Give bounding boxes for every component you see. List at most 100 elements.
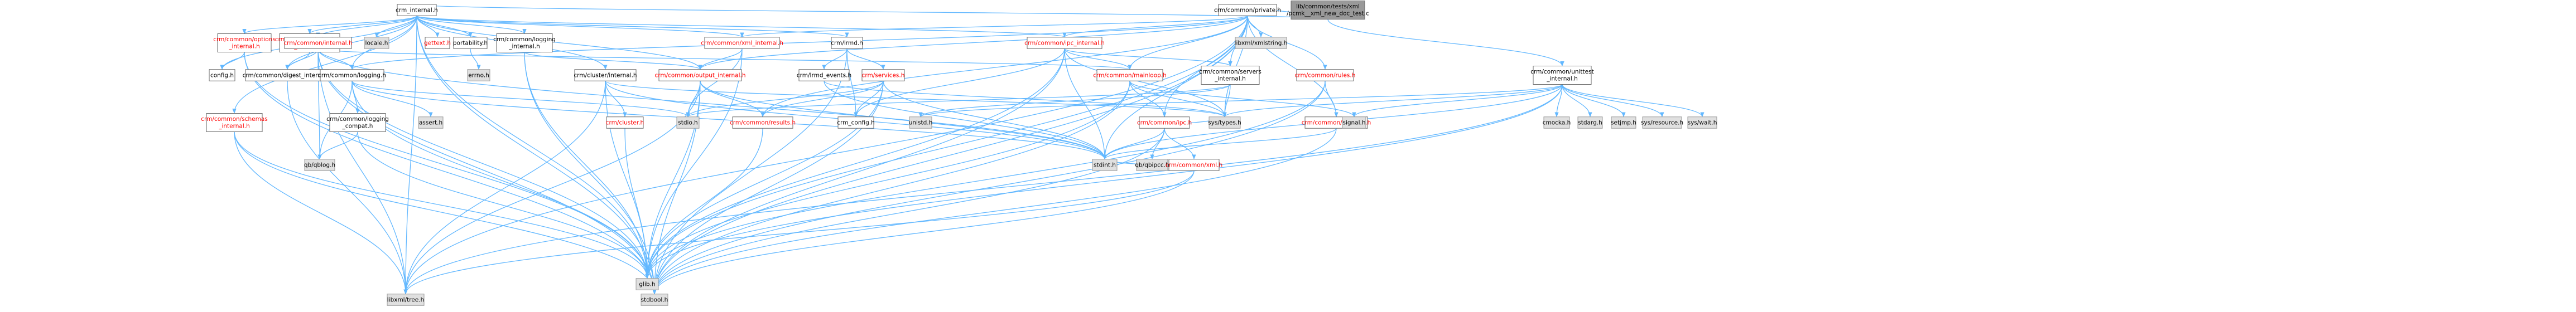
edge-lrmd_events-to-stdint — [824, 81, 1107, 160]
node-box — [831, 37, 863, 49]
node-crm-internal[interactable]: crm_internal.h — [396, 4, 438, 16]
node-lrmd[interactable]: crm/lrmd.h — [831, 37, 863, 49]
edge-ipc-to-qb_qbipcc — [1150, 128, 1165, 160]
node-signal: signal.h — [1342, 116, 1366, 129]
edge-ipc_internal-to-sys_types — [1064, 48, 1227, 118]
node-box — [1027, 37, 1102, 49]
node-label: assert.h — [419, 119, 442, 126]
node-logging[interactable]: crm/common/logging.h — [318, 69, 386, 81]
edge-iso8601-to-stdint — [1102, 128, 1337, 160]
node-box — [837, 116, 874, 129]
node-label: crm_config.h — [837, 119, 875, 126]
node-label: crm/common/logging.h — [318, 72, 386, 79]
node-label: libxml/xmlstring.h — [1235, 40, 1288, 46]
node-schemas-internal[interactable]: crm/common/schemas_internal.h — [201, 113, 268, 132]
edge-mainloop-to-ipc — [1129, 81, 1167, 118]
edge-lrmd_events-to-sys_types — [824, 80, 1227, 118]
node-crm-cluster[interactable]: crm/cluster.h — [606, 116, 644, 129]
node-gettext[interactable]: gettext.h — [424, 37, 451, 49]
node-label: _internal.h — [508, 43, 540, 50]
edge-crm_common_private-to-xml_internal — [740, 15, 1248, 38]
node-label: sys/wait.h — [1688, 119, 1717, 126]
node-glib: glib.h — [635, 278, 659, 290]
node-rules[interactable]: crm/common/rules.h — [1295, 69, 1356, 81]
node-output-internal[interactable]: crm/common/output_internal.h — [654, 69, 746, 81]
node-box — [304, 159, 335, 171]
edge-rules-to-iso8601 — [1325, 81, 1338, 118]
node-crm-common-private[interactable]: crm/common/private.h — [1214, 4, 1281, 16]
edge-crm_internal-to-output_internal — [416, 16, 702, 70]
edge-common_internal-to-stdint — [317, 48, 1107, 160]
node-logging-compat[interactable]: crm/common/logging_compat.h — [326, 113, 389, 132]
node-services[interactable]: crm/services.h — [861, 69, 905, 81]
node-label: crm/common/ipc.h — [1137, 119, 1192, 126]
edge-services-to-stdio — [686, 81, 884, 118]
edge-services-to-stdint — [883, 81, 1107, 160]
edge-servers_internal-to-unistd — [918, 84, 1231, 118]
node-mainloop[interactable]: crm/common/mainloop.h — [1093, 69, 1167, 81]
node-crm-config[interactable]: crm_config.h — [837, 116, 875, 129]
node-config[interactable]: config.h — [209, 69, 235, 81]
node-box — [206, 113, 263, 132]
node-label: crm/common/unittest — [1530, 69, 1593, 75]
node-label: portability.h — [453, 40, 488, 46]
node-logging-internal[interactable]: crm/common/logging_internal.h — [493, 33, 556, 52]
edge-mainloop-to-stdbool — [652, 81, 1130, 295]
node-box — [418, 116, 444, 129]
edge-output_internal-to-results — [700, 81, 765, 118]
node-label: crm/services.h — [862, 72, 905, 79]
node-qb-qblog: qb/qblog.h — [304, 159, 335, 171]
node-box — [676, 116, 700, 129]
node-label: lib/common/tests/xml — [1296, 3, 1360, 10]
node-lrmd-events[interactable]: crm/lrmd_events.h — [797, 69, 851, 81]
node-label: errno.h — [468, 72, 489, 79]
edge-servers_internal-to-stdio — [686, 84, 1231, 118]
edge-options_internal-to-glib — [244, 52, 649, 279]
node-box — [1342, 116, 1366, 129]
node-cluster-internal[interactable]: crm/cluster/internal.h — [574, 69, 637, 81]
node-label: crm/common/servers — [1199, 69, 1261, 75]
node-ipc-internal[interactable]: crm/common/ipc_internal.h — [1024, 37, 1105, 49]
node-box — [1543, 116, 1570, 129]
edge-servers_internal-to-sys_types — [1222, 84, 1231, 118]
node-label: crm/common/private.h — [1214, 7, 1281, 13]
edge-cluster_internal-to-glib — [605, 81, 649, 279]
node-common-xml[interactable]: crm/common/xml.h — [1166, 159, 1222, 171]
node-box — [397, 4, 437, 16]
node-digest-internal[interactable]: crm/common/digest_internal.h — [243, 69, 333, 81]
node-box — [861, 69, 905, 81]
edge-common_xml-to-stdbool — [652, 170, 1195, 295]
edge-common_internal-to-qb_qblog — [317, 48, 322, 160]
node-box — [1235, 37, 1287, 49]
node-label: config.h — [210, 72, 234, 79]
edge-ipc_internal-to-servers_internal — [1064, 48, 1232, 67]
node-label: _internal.h — [1214, 76, 1246, 82]
node-common-internal[interactable]: crm/common/internal.h — [283, 37, 353, 49]
node-xml-internal[interactable]: crm/common/xml_internal.h — [701, 37, 783, 49]
node-unittest-internal[interactable]: crm/common/unittest_internal.h — [1530, 66, 1594, 85]
edge-crm_common_private-to-ipc_internal — [1062, 15, 1248, 38]
edge-services-to-stdbool — [652, 81, 884, 295]
node-box — [732, 116, 793, 129]
edge-ipc_internal-to-stdint — [1064, 48, 1107, 160]
node-options-internal[interactable]: crm/common/options_internal.h — [213, 33, 276, 52]
node-box — [1218, 4, 1277, 16]
node-box — [1296, 69, 1354, 81]
edge-ipc_internal-to-glib — [645, 48, 1065, 279]
node-ipc[interactable]: crm/common/ipc.h — [1137, 116, 1192, 129]
node-box — [1577, 116, 1603, 129]
node-servers-internal[interactable]: crm/common/servers_internal.h — [1199, 66, 1261, 85]
node-portability[interactable]: portability.h — [453, 37, 488, 49]
node-label: crm/common/xml.h — [1166, 162, 1222, 168]
node-results[interactable]: crm/common/results.h — [730, 116, 796, 129]
edge-unittest_internal-to-stdarg — [1562, 84, 1592, 118]
node-label: sys/types.h — [1208, 119, 1241, 126]
node-box — [1136, 159, 1168, 171]
node-label: crm/common/internal.h — [283, 40, 352, 46]
edge-ipc-to-stdbool — [652, 128, 1165, 295]
edge-crm_internal-to-xml_internal — [416, 15, 744, 38]
edge-crm_common_private-to-iso8601 — [1247, 16, 1338, 118]
node-box — [1533, 66, 1592, 85]
edge-crm_internal-to-ipc_internal — [416, 15, 1067, 38]
